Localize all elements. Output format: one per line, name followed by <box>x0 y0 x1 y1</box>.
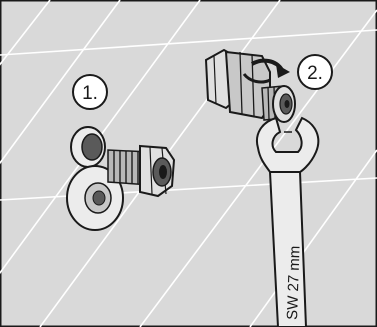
step2-label: 2. <box>307 63 323 84</box>
wrench-size-marking: SW 27 mm <box>284 245 304 320</box>
step2-badge: 2. <box>298 55 332 89</box>
union-nut <box>140 146 174 196</box>
outlet-nut <box>273 86 295 122</box>
small-washer <box>71 127 105 167</box>
step1-badge: 1. <box>73 75 107 109</box>
step1-label: 1. <box>82 83 98 104</box>
